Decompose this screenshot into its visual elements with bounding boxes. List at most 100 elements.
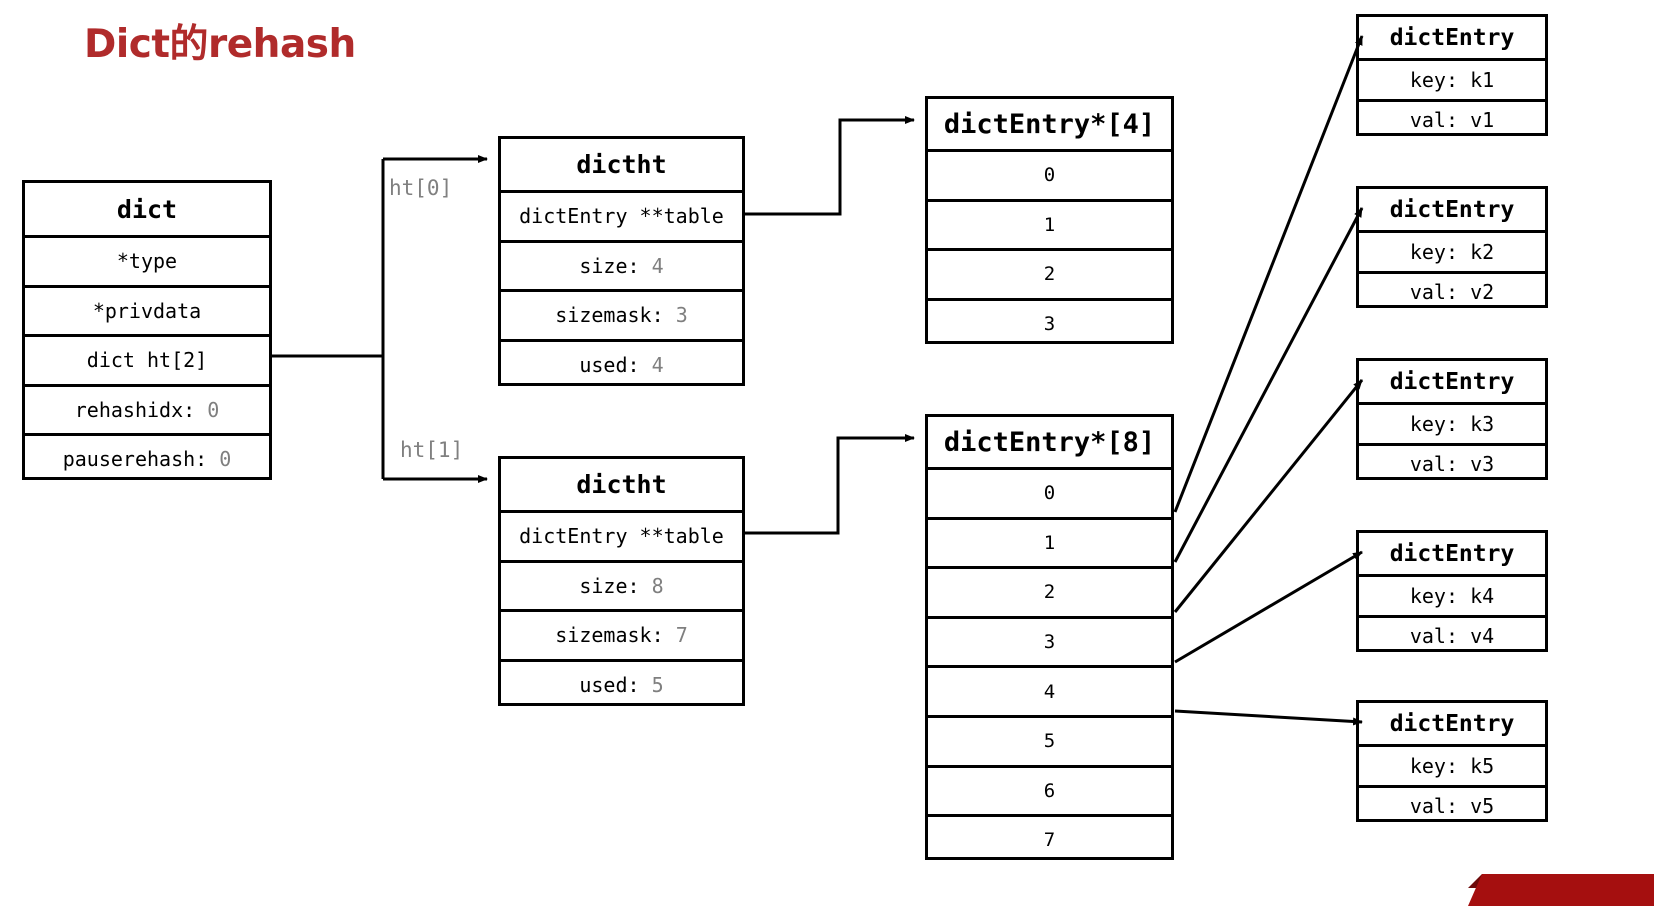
dictht1-field-sizemask-value: 7 [675, 623, 688, 648]
dictht0-header: dictht [576, 150, 667, 179]
dict-field-pauserehash: pauserehash: 0 [25, 433, 269, 483]
dictentry-node-1-key-label: key: [1409, 67, 1459, 92]
dictentry-node-5: dictEntry key: k5 val: v5 [1356, 700, 1548, 822]
page-title: Dict的rehash [84, 22, 356, 67]
dictentry-node-2-key: key: k2 [1359, 230, 1545, 271]
dictentry-node-3-val: val: v3 [1359, 442, 1545, 484]
dictht1-field-used: used: 5 [501, 658, 742, 709]
dict-field-rehashidx: rehashidx: 0 [25, 383, 269, 434]
dict-field-privdata: *privdata [25, 284, 269, 335]
dictht0-field-sizemask-label: sizemask: [555, 303, 664, 328]
dictentry-node-1-key-value: k1 [1470, 67, 1495, 92]
dictentry-node-3-key: key: k3 [1359, 402, 1545, 443]
dictentry-node-4-header: dictEntry [1389, 540, 1515, 567]
array4-slot-3: 3 [928, 297, 1171, 348]
array8-slot-5: 5 [928, 714, 1171, 765]
dictht0-field-table-label: dictEntry **table [519, 204, 724, 229]
dict-struct-box: dict *type *privdata dict ht[2] rehashid… [22, 180, 272, 480]
dictentry-array-8-header: dictEntry*[8] [943, 426, 1156, 458]
wire-table1-to-array8 [745, 434, 915, 535]
array4-slot-0: 0 [928, 149, 1171, 199]
dict-field-type: *type [25, 235, 269, 285]
dictentry-node-1-key: key: k1 [1359, 58, 1545, 99]
dictht1-field-used-label: used: [579, 673, 640, 698]
dictentry-node-4-key-label: key: [1409, 583, 1459, 608]
dict-field-rehashidx-value: 0 [207, 397, 220, 422]
dictentry-array-8-box: dictEntry*[8] 0 1 2 3 4 5 6 7 [925, 414, 1174, 860]
dictentry-node-3-header: dictEntry [1389, 368, 1515, 395]
array8-slot-0: 0 [928, 467, 1171, 517]
dictht1-field-size-value: 8 [651, 573, 664, 598]
dictentry-node-2-header: dictEntry [1389, 196, 1515, 223]
dictentry-node-5-val-value: v5 [1470, 794, 1495, 819]
wire-slot2-to-entry3 [1173, 379, 1364, 613]
dict-struct-header: dict [116, 194, 178, 224]
dictht0-field-size: size: 4 [501, 239, 742, 290]
dict-field-privdata-label: *privdata [92, 298, 202, 323]
dictentry-node-5-key: key: k5 [1359, 744, 1545, 785]
dictht1-struct-box: dictht dictEntry **table size: 8 sizemas… [498, 456, 745, 706]
array4-slot-1: 1 [928, 198, 1171, 249]
wire-slot1-to-entry2 [1173, 207, 1364, 563]
dictentry-node-1-header: dictEntry [1389, 24, 1515, 51]
wire-slot3-to-entry4 [1174, 550, 1363, 664]
dictentry-node-4-key-value: k4 [1470, 583, 1495, 608]
ht0-pointer-label: ht[0] [389, 176, 453, 200]
dictht1-field-table: dictEntry **table [501, 510, 742, 560]
dictht0-field-table: dictEntry **table [501, 190, 742, 240]
dictentry-node-3-key-value: k3 [1470, 411, 1495, 436]
wire-slot0-to-entry1 [1173, 35, 1364, 513]
dictentry-node-3-key-label: key: [1409, 411, 1459, 436]
dictht0-field-size-label: size: [579, 253, 640, 278]
ht1-pointer-label: ht[1] [400, 438, 464, 462]
dictentry-node-2-val-label: val: [1409, 280, 1459, 305]
corner-banner [1468, 874, 1654, 906]
dictht1-field-sizemask-label: sizemask: [555, 623, 664, 648]
dictentry-node-4-key: key: k4 [1359, 574, 1545, 615]
array4-slot-2: 2 [928, 248, 1171, 298]
array8-slot-7: 7 [928, 814, 1171, 864]
dictentry-node-4-val-value: v4 [1470, 624, 1495, 649]
dictentry-node-2-key-value: k2 [1470, 239, 1495, 264]
dictht1-field-used-value: 5 [651, 673, 664, 698]
dict-field-type-label: *type [116, 249, 178, 274]
dictentry-node-4: dictEntry key: k4 val: v4 [1356, 530, 1548, 652]
dictentry-node-2: dictEntry key: k2 val: v2 [1356, 186, 1548, 308]
dictentry-node-1-val-value: v1 [1470, 108, 1495, 133]
dictentry-node-5-key-label: key: [1409, 753, 1459, 778]
array8-slot-6: 6 [928, 764, 1171, 815]
dictht0-field-used: used: 4 [501, 338, 742, 389]
dictentry-node-3: dictEntry key: k3 val: v3 [1356, 358, 1548, 480]
dict-field-pauserehash-value: 0 [219, 447, 232, 472]
dict-field-ht: dict ht[2] [25, 334, 269, 384]
dictentry-node-5-header: dictEntry [1389, 710, 1515, 737]
dictht1-field-size: size: 8 [501, 559, 742, 610]
dictentry-node-5-val: val: v5 [1359, 784, 1545, 826]
dictentry-node-4-val: val: v4 [1359, 614, 1545, 656]
dictht1-header: dictht [576, 470, 667, 499]
dictht1-field-sizemask: sizemask: 7 [501, 609, 742, 659]
dictentry-node-5-val-label: val: [1409, 794, 1459, 819]
dictentry-node-1-val: val: v1 [1359, 98, 1545, 140]
dictentry-node-3-val-value: v3 [1470, 452, 1495, 477]
dictentry-node-3-val-label: val: [1409, 452, 1459, 477]
dictentry-node-2-val-value: v2 [1470, 280, 1495, 305]
array8-slot-1: 1 [928, 516, 1171, 567]
dict-field-pauserehash-label: pauserehash: [62, 447, 208, 472]
dictht0-struct-box: dictht dictEntry **table size: 4 sizemas… [498, 136, 745, 386]
array8-slot-2: 2 [928, 566, 1171, 616]
dictentry-node-1: dictEntry key: k1 val: v1 [1356, 14, 1548, 136]
dictht0-field-used-label: used: [579, 353, 640, 378]
dictentry-node-5-key-value: k5 [1470, 753, 1495, 778]
dict-field-rehashidx-label: rehashidx: [74, 397, 196, 422]
dictentry-array-4-header: dictEntry*[4] [943, 108, 1156, 140]
dictentry-node-4-val-label: val: [1409, 624, 1459, 649]
array8-slot-4: 4 [928, 665, 1171, 715]
dictht0-field-sizemask-value: 3 [675, 303, 688, 328]
dictht1-field-table-label: dictEntry **table [519, 524, 724, 549]
array8-slot-3: 3 [928, 615, 1171, 666]
dictht0-field-used-value: 4 [651, 353, 664, 378]
dictht0-field-size-value: 4 [651, 253, 664, 278]
dictentry-array-4-box: dictEntry*[4] 0 1 2 3 [925, 96, 1174, 344]
wire-slot4-to-entry5 [1174, 709, 1363, 726]
